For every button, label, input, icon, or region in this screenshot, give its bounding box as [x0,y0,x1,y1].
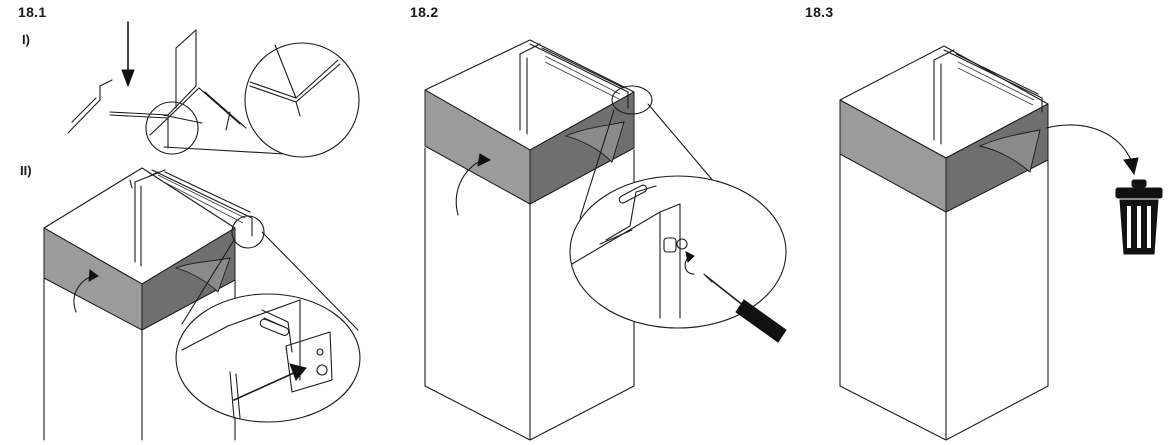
trash-bin-icon [1115,179,1163,255]
magnified-corner-detail [244,42,360,158]
step-18-3-illustration [839,45,1163,441]
sub-step-1-label: I) [22,32,30,47]
step-18-3-label: 18.3 [805,4,834,20]
magnified-bracket-detail [175,293,361,423]
detail-marker-circle [145,101,199,155]
bracket-detail-marker [231,215,265,249]
step-18-2-label: 18.2 [410,4,439,20]
screwdriver-icon [703,273,787,343]
step-18-2-illustration [424,39,787,441]
step-18-1-part-1-illustration [67,21,360,158]
step-18-1-label: 18.1 [18,4,47,20]
step-18-1-part-2-illustration [43,167,361,441]
magnified-screw-detail [569,175,787,329]
rotate-arrow-icon [73,269,99,313]
sub-step-2-label: II) [20,163,32,178]
curved-arrow-icon [1045,124,1139,176]
rotate-arrow-icon [684,251,695,275]
arrow-down-icon [121,21,135,88]
